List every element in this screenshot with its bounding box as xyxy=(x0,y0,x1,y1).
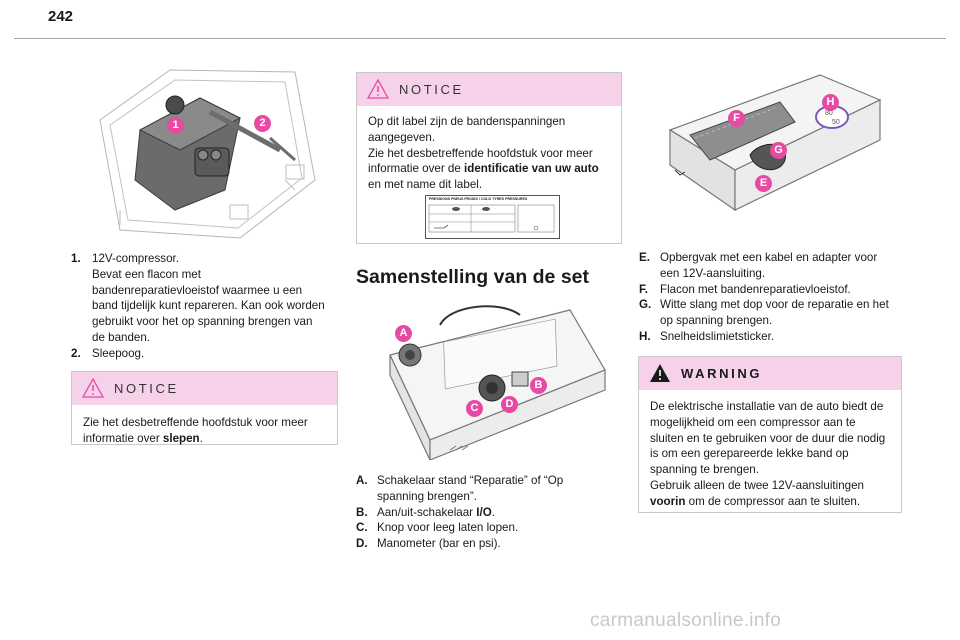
list-item: G. Witte slang met dop voor de reparatie… xyxy=(639,297,914,329)
item-line: Schakelaar stand “Reparatie” of “Op xyxy=(377,474,564,487)
warning-triangle-filled-icon xyxy=(650,364,670,382)
warning-line: is om een gerepareerde lekke band op xyxy=(650,447,849,461)
notice-header: NOTICE xyxy=(357,73,621,106)
notice-line: Zie het desbetreffende hoofdstuk voor me… xyxy=(368,146,593,160)
list-item: B. Aan/uit-schakelaar I/O. xyxy=(356,505,626,521)
compressor-in-trunk-illustration: 1 2 xyxy=(80,60,320,240)
sticker-value: 50 xyxy=(832,119,840,126)
notice-line: Op dit label zijn de bandenspanningen xyxy=(368,115,566,128)
item-line: band tijdelijk kunt repareren. Kan ook w… xyxy=(92,299,325,313)
item-key: D. xyxy=(356,537,368,551)
warning-label: WARNING xyxy=(681,366,763,381)
callout-E: E xyxy=(755,175,772,192)
callout-2: 2 xyxy=(254,115,271,132)
list-item: A. Schakelaar stand “Reparatie” of “Op s… xyxy=(356,473,626,505)
tyre-label-header: PRESSIONS PNEUS FROIDS / COLD TYRES PRES… xyxy=(429,197,528,201)
section-title: Samenstelling van de set xyxy=(356,266,590,288)
callout-D: D xyxy=(501,396,518,413)
item-line: Flacon met bandenreparatievloeistof. xyxy=(660,282,851,296)
callout-G: G xyxy=(770,142,787,159)
item-line: Knop voor leeg laten lopen. xyxy=(377,521,519,535)
item-line: bandenreparatievloeistof waarmee u een xyxy=(92,283,303,297)
callout-F: F xyxy=(728,110,745,127)
item-line: op spanning brengen. xyxy=(660,314,773,328)
item-key: F. xyxy=(639,282,649,296)
list-item: C. Knop voor leeg laten lopen. xyxy=(356,520,626,536)
page-number: 242 xyxy=(48,8,74,25)
item-key: C. xyxy=(356,521,368,535)
item-line: Bevat een flacon met xyxy=(92,267,201,281)
warning-triangle-icon xyxy=(82,378,104,398)
warning-line: De elektrische installatie van de auto b… xyxy=(650,400,884,413)
warning-triangle-icon xyxy=(367,79,389,99)
item-key: G. xyxy=(639,298,652,312)
notice-label: NOTICE xyxy=(114,381,179,396)
item-key: 1. xyxy=(71,252,81,265)
item-line: Aan/uit-schakelaar I/O. xyxy=(377,505,495,519)
warning-box: WARNING De elektrische installatie van d… xyxy=(638,356,902,513)
item-line: Opbergvak met een kabel en adapter voor xyxy=(660,251,878,264)
warning-line: voorin om de compressor aan te sluiten. xyxy=(650,494,861,508)
list-item: 1. 12V-compressor. Bevat een flacon met … xyxy=(71,251,346,346)
list-item: F. Flacon met bandenreparatievloeistof. xyxy=(639,282,914,298)
list-item: H. Snelheidslimietsticker. xyxy=(639,329,914,345)
item-key: H. xyxy=(639,329,651,343)
callout-1: 1 xyxy=(167,117,184,134)
watermark: carmanualsonline.info xyxy=(590,610,782,631)
notice-line: Zie het desbetreffende hoofdstuk voor me… xyxy=(83,416,308,429)
warning-line: spanning te brengen. xyxy=(650,463,759,477)
tyre-pressure-label-image: PRESSIONS PNEUS FROIDS / COLD TYRES PRES… xyxy=(425,195,560,239)
item-line: Snelheidslimietsticker. xyxy=(660,329,775,343)
item-line: Witte slang met dop voor de reparatie en… xyxy=(660,298,889,312)
item-key: 2. xyxy=(71,346,81,360)
item-line: een 12V-aansluiting. xyxy=(660,266,766,280)
column1-list: 1. 12V-compressor. Bevat een flacon met … xyxy=(71,251,346,362)
notice-header: NOTICE xyxy=(72,372,337,405)
kit-storage-illustration: 80 50 F G E H xyxy=(650,60,890,230)
item-key: E. xyxy=(639,251,650,264)
warning-line: sluiten en te gebruiken voor de duur die… xyxy=(650,431,886,445)
item-line: 12V-compressor. xyxy=(92,252,179,265)
callout-A: A xyxy=(395,325,412,342)
item-key: B. xyxy=(356,505,368,519)
callout-C: C xyxy=(466,400,483,417)
warning-body: De elektrische installatie van de auto b… xyxy=(639,390,901,520)
warning-line: mogelijkheid om een compressor aan te xyxy=(650,415,856,429)
header-rule xyxy=(14,38,946,39)
notice-line: en met name dit label. xyxy=(368,178,483,192)
notice-box-towing: NOTICE Zie het desbetreffende hoofdstuk … xyxy=(71,371,338,445)
notice-body: Zie het desbetreffende hoofdstuk voor me… xyxy=(72,405,337,457)
sticker-value: 80 xyxy=(825,110,833,117)
notice-box-tyre-label: NOTICE Op dit label zijn de bandenspanni… xyxy=(356,72,622,244)
notice-line: informatie over slepen. xyxy=(83,431,203,445)
warning-header: WARNING xyxy=(639,357,901,390)
item-line: de banden. xyxy=(92,330,151,344)
column2-list: A. Schakelaar stand “Reparatie” of “Op s… xyxy=(356,473,626,552)
notice-label: NOTICE xyxy=(399,82,464,97)
item-line: gebruikt voor het op spanning brengen va… xyxy=(92,315,313,329)
callout-B: B xyxy=(530,377,547,394)
warning-line: Gebruik alleen de twee 12V-aansluitingen xyxy=(650,478,864,492)
notice-body: Op dit label zijn de bandenspanningen aa… xyxy=(357,106,621,203)
item-key: A. xyxy=(356,474,368,487)
notice-line: informatie over de identificatie van uw … xyxy=(368,162,599,176)
list-item: 2. Sleepoog. xyxy=(71,346,346,362)
list-item: E. Opbergvak met een kabel en adapter vo… xyxy=(639,250,914,282)
repair-kit-illustration: A B C D xyxy=(370,300,610,461)
item-line: Sleepoog. xyxy=(92,346,145,360)
item-line: spanning brengen”. xyxy=(377,489,477,503)
callout-H: H xyxy=(822,94,839,111)
list-item: D. Manometer (bar en psi). xyxy=(356,536,626,552)
column3-list: E. Opbergvak met een kabel en adapter vo… xyxy=(639,250,914,345)
item-line: Manometer (bar en psi). xyxy=(377,537,501,551)
notice-line: aangegeven. xyxy=(368,130,436,144)
